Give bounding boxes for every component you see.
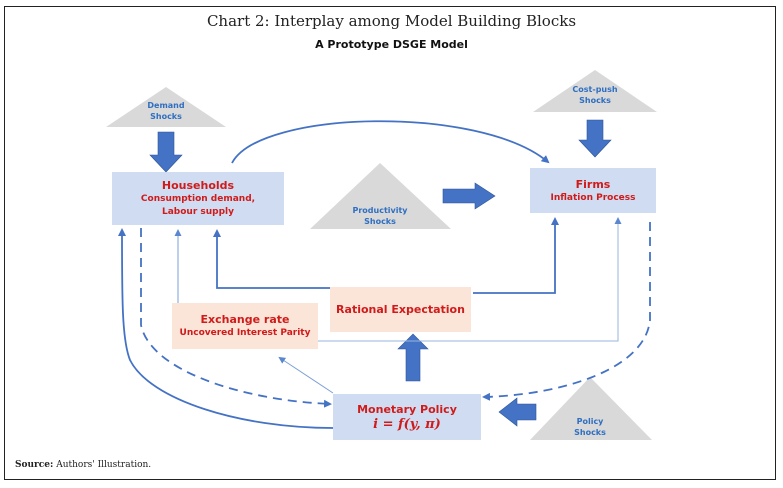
households-to-monetary-dashed [140,228,332,408]
monetary-policy-title: Monetary Policy [357,402,457,416]
exchange-rate-box: Exchange rate Uncovered Interest Parity [172,303,318,349]
demand-shock-line1: Demand [147,101,185,110]
households-line1: Consumption demand, [140,194,256,204]
productivity-shock-triangle [310,163,451,229]
households-box: Households Consumption demand, Labour su… [112,172,284,225]
expectation-to-households-line [213,229,330,289]
chart-title: Chart 2: Interplay among Model Building … [206,12,577,30]
cost-push-shock-triangle [533,70,657,112]
source-label: Source: [15,460,54,470]
policy-shock-arrow [498,397,537,427]
expectation-to-firms-line [473,217,559,294]
policy-shock-label: Policy Shocks [560,416,620,438]
firms-to-monetary-dashed [482,222,651,401]
demand-shock-line2: Shocks [150,112,182,121]
chart-subtitle: A Prototype DSGE Model [315,38,468,51]
monetary-policy-box: Monetary Policy i = f(y, π) [333,394,481,440]
cost-push-shock-line1: Cost-push [572,85,618,94]
source-text: Authors' Illustration. [53,460,152,470]
households-to-firms-curve [231,120,550,164]
productivity-to-firms-arrow [442,182,496,210]
exchange-rate-title: Exchange rate [200,313,290,326]
policy-shock-triangle [530,377,652,440]
monetary-policy-formula: i = f(y, π) [373,416,441,432]
source-note: Source: Authors' Illustration. [15,460,151,470]
productivity-shock-line1: Productivity [352,206,408,215]
productivity-shock-line2: Shocks [364,217,396,226]
monetary-to-households-curve [118,228,334,429]
firms-box: Firms Inflation Process [530,168,656,213]
exchange-rate-line1: Uncovered Interest Parity [179,328,311,338]
policy-shock-line2: Shocks [574,428,606,437]
cost-push-shock-line2: Shocks [579,96,611,105]
exchange-to-firms-line [318,217,622,342]
firms-line1: Inflation Process [550,192,636,203]
cost-push-shock-arrow [578,119,612,158]
demand-shock-arrow [149,131,183,173]
households-line2: Labour supply [161,207,234,217]
demand-shock-triangle [106,87,226,127]
rational-expectation-box: Rational Expectation [330,287,471,332]
demand-shock-label: Demand Shocks [136,100,196,122]
rational-expectation-title: Rational Expectation [336,303,465,316]
households-title: Households [161,179,235,192]
monetary-to-exchange-line [278,356,334,394]
cost-push-shock-label: Cost-push Shocks [560,84,630,106]
productivity-shock-label: Productivity Shocks [340,205,420,227]
policy-shock-line1: Policy [576,417,604,426]
firms-title: Firms [575,177,611,191]
